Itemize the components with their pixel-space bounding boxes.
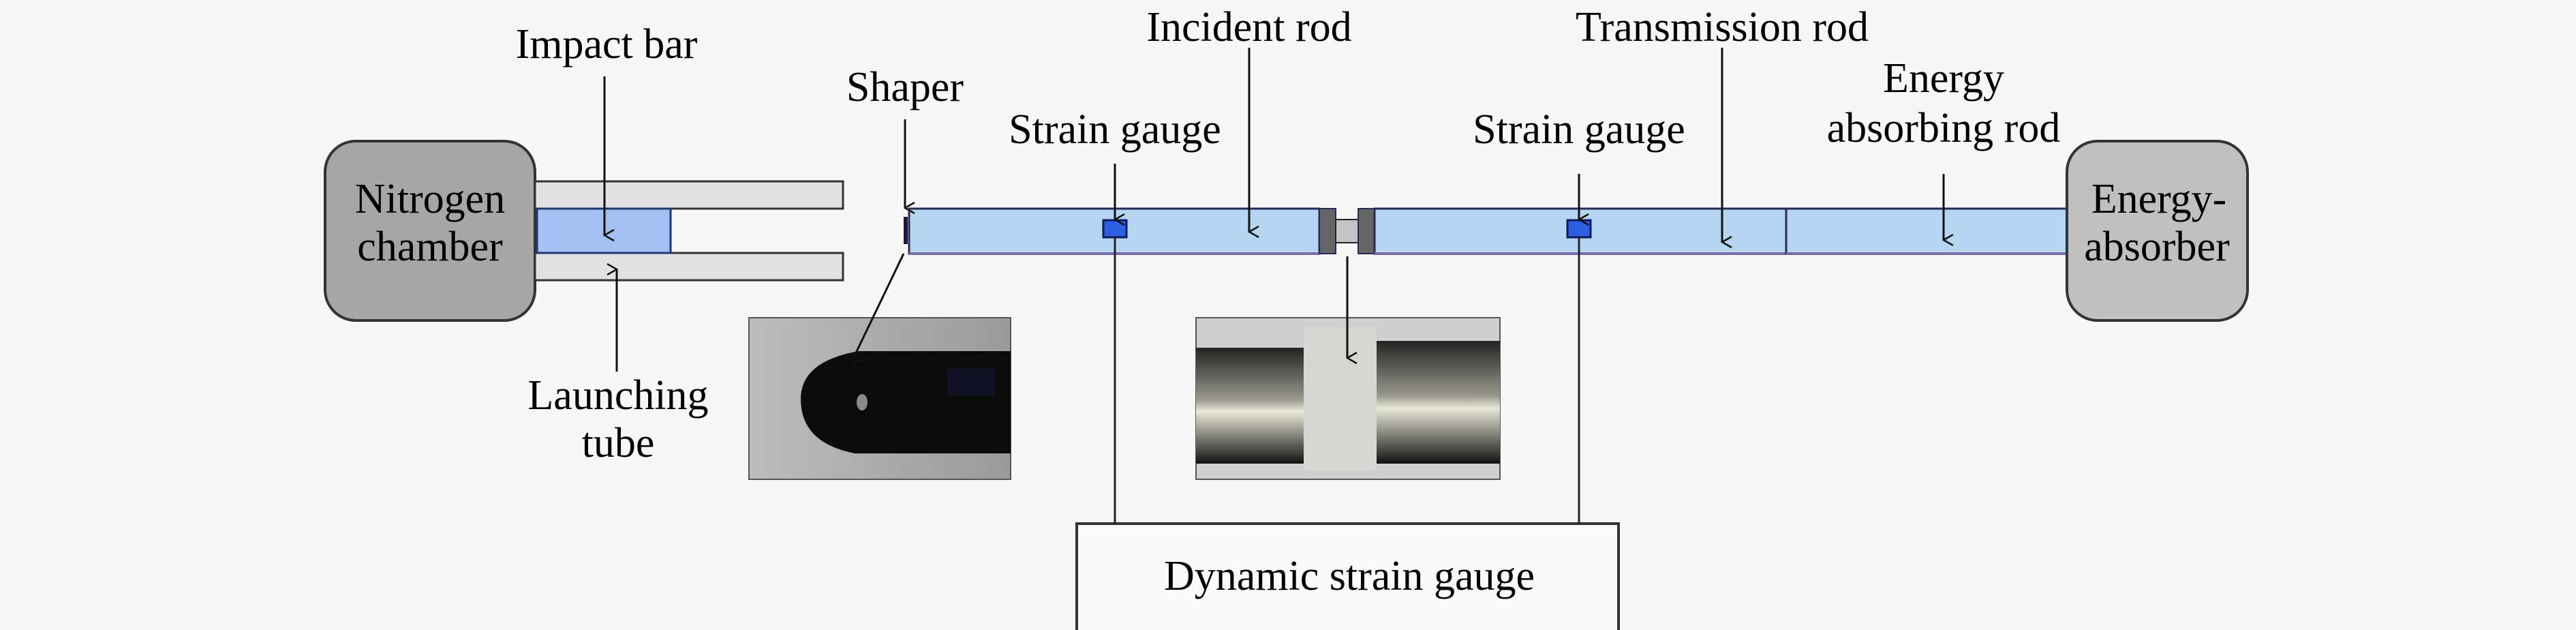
shaper-photo [748, 317, 1011, 480]
energy-absorbing-rod-label-1: Energy [1883, 55, 2004, 102]
dynamic-strain-gauge-label: Dynamic strain gauge [1164, 553, 1535, 599]
energy-absorber-label-1: Energy- [2091, 176, 2227, 222]
strain-gauge-1-label: Strain gauge [1009, 106, 1221, 153]
energy-absorber-label-2: absorber [2084, 224, 2230, 270]
strain-gauge-2 [1566, 219, 1592, 239]
nitrogen-chamber-label-2: chamber [357, 224, 503, 270]
energy-absorbing-rod-label-2: absorbing rod [1827, 105, 2061, 151]
shaper [904, 217, 908, 244]
incident-rod-label: Incident rod [1146, 4, 1351, 50]
incident-rod-end-cap [1319, 208, 1336, 254]
shaper-photo-arrow [852, 253, 905, 361]
launching-tube-label-1: Launching [527, 372, 708, 419]
launching-tube-label-2: tube [582, 420, 655, 466]
transmission-rod-end-cap [1358, 208, 1375, 254]
strain-gauge-2-label: Strain gauge [1473, 106, 1685, 153]
nitrogen-chamber-label-1: Nitrogen [355, 176, 505, 222]
dynamic-strain-gauge-box [1075, 522, 1620, 630]
nitrogen-chamber [324, 140, 536, 322]
launching-tube-top [534, 180, 844, 210]
transmission-rod-label: Transmission rod [1576, 4, 1869, 50]
impact-bar-label: Impact bar [516, 21, 698, 68]
strain-gauge-1 [1102, 219, 1128, 239]
energy-absorber [2066, 140, 2249, 322]
energy-absorbing-rod [1785, 207, 2068, 255]
specimen [1335, 219, 1359, 243]
shaper-label: Shaper [846, 64, 964, 110]
launching-tube-bottom [534, 252, 844, 282]
